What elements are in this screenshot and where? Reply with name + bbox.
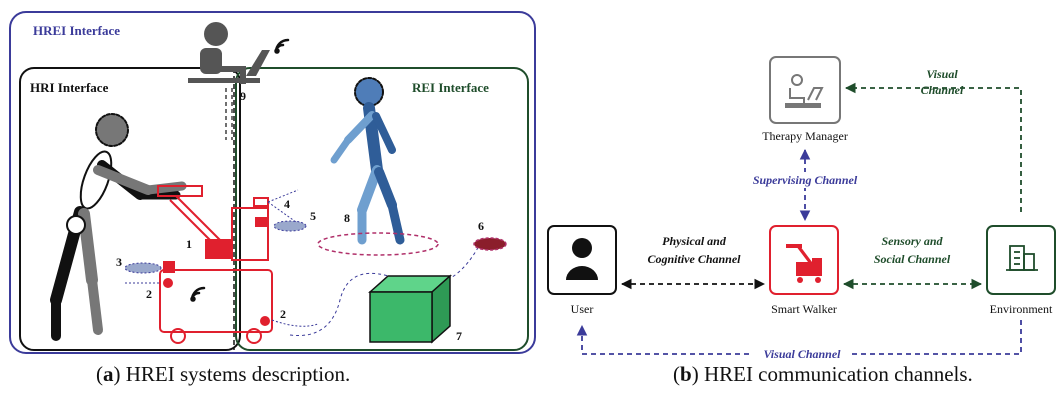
person-footprint-zone (317, 232, 439, 256)
panel-b: Therapy Manager User Smart Walker (547, 56, 1056, 360)
smart-walker-drawing (157, 185, 273, 344)
rei-interface-title: REI Interface (412, 80, 489, 95)
sensor-field-3 (124, 262, 162, 274)
visual-channel-top-label-2: Channel (921, 83, 964, 97)
caption-b-letter: b (680, 362, 692, 386)
user-label: User (571, 302, 594, 316)
therapy-manager-label: Therapy Manager (762, 129, 848, 143)
caption-a-letter: a (103, 362, 114, 386)
sensor-field-5 (273, 220, 307, 232)
green-box-obstacle (368, 274, 452, 344)
figure-canvas: HREI Interface HRI Interface REI Interfa… (9, 11, 1056, 360)
marker-4: 4 (284, 197, 290, 211)
supervising-channel-label: Supervising Channel (753, 173, 858, 187)
user-box (547, 225, 617, 295)
blue-person-figure (330, 77, 405, 245)
hrei-interface-title: HREI Interface (33, 23, 120, 38)
therapist-computer-icon (785, 74, 824, 108)
caption-b-text: HREI communication channels. (703, 362, 973, 386)
caption-a-text: HREI systems description. (125, 362, 351, 386)
marker-2b: 2 (280, 307, 286, 321)
smart-walker-label: Smart Walker (771, 302, 837, 316)
marker-1: 1 (186, 237, 192, 251)
marker-6: 6 (478, 219, 484, 233)
visual-channel-top-arrow (844, 82, 1022, 212)
caption-a: (a) HREI systems description. (96, 362, 351, 386)
marker-5: 5 (310, 209, 316, 223)
environment-label: Environment (990, 302, 1053, 316)
person-icon (566, 238, 598, 280)
marker-9: 9 (240, 89, 246, 103)
wifi-icon (190, 286, 206, 302)
wifi-icon (274, 38, 290, 54)
user-figure (50, 113, 187, 341)
caption-b: (b) HREI communication channels. (673, 362, 973, 386)
marker-2: 2 (146, 287, 152, 301)
marker-7: 7 (456, 329, 462, 343)
obstacle-marker (473, 237, 507, 251)
smart-walker-box (769, 225, 839, 295)
walker-icon (786, 244, 822, 283)
marker-8: 8 (344, 211, 350, 225)
therapy-manager-box (769, 56, 841, 124)
panel-a: HREI Interface HRI Interface REI Interfa… (9, 11, 536, 354)
therapist-computer-icon (188, 22, 270, 84)
marker-3: 3 (116, 255, 122, 269)
physical-channel-label-1: Physical and (662, 234, 727, 248)
hri-interface-title: HRI Interface (30, 80, 109, 95)
visual-channel-bottom-label: Visual Channel (763, 347, 841, 360)
sensory-channel-label-2: Social Channel (874, 252, 951, 266)
environment-box (986, 225, 1056, 295)
sensory-channel-label-1: Sensory and (881, 234, 943, 248)
hrei-interface-frame (9, 11, 536, 354)
visual-channel-top-label-1: Visual (926, 67, 958, 81)
building-icon (1006, 245, 1038, 271)
physical-channel-label-2: Cognitive Channel (647, 252, 741, 266)
